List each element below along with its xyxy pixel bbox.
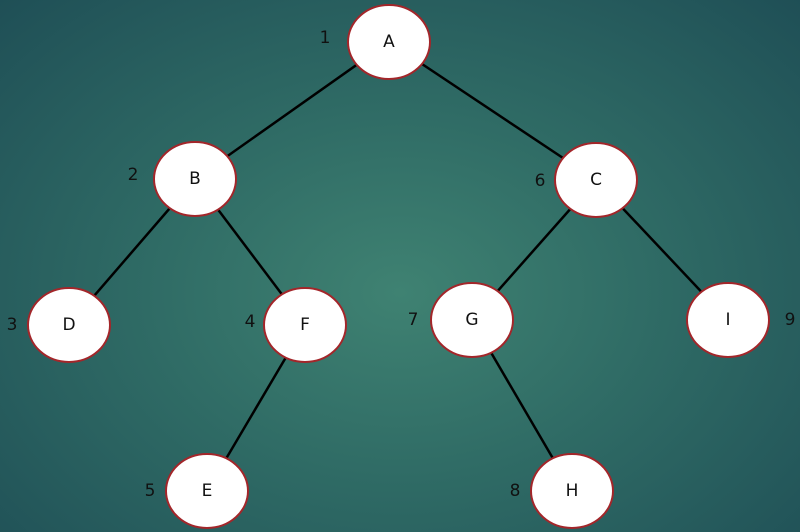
traversal-order-number: 8 [510, 481, 521, 501]
node-label: I [725, 310, 730, 330]
traversal-order-number: 2 [128, 165, 139, 185]
node-label: H [566, 481, 579, 501]
node-circle [263, 287, 347, 363]
node-circle [27, 287, 111, 363]
node-C: C6 [535, 142, 638, 218]
node-circle [347, 4, 431, 80]
node-label: E [202, 481, 213, 501]
node-circle [686, 282, 770, 358]
node-circle [530, 453, 614, 529]
node-H: H8 [510, 453, 614, 529]
node-D: D3 [7, 287, 111, 363]
node-label: F [300, 315, 310, 335]
node-label: C [590, 170, 602, 190]
node-A: A1 [320, 4, 431, 80]
node-circle [153, 141, 237, 217]
node-F: F4 [245, 287, 347, 363]
traversal-order-number: 1 [320, 28, 331, 48]
traversal-order-number: 3 [7, 315, 18, 335]
traversal-order-number: 6 [535, 171, 546, 191]
node-circle [430, 282, 514, 358]
node-circle [554, 142, 638, 218]
traversal-order-number: 4 [245, 312, 256, 332]
node-G: G7 [408, 282, 514, 358]
node-label: B [189, 169, 201, 189]
edge-A-C [388, 40, 597, 182]
node-label: A [383, 32, 395, 52]
node-label: D [62, 315, 75, 335]
traversal-order-number: 5 [145, 481, 156, 501]
traversal-order-number: 9 [785, 310, 796, 330]
node-label: G [465, 310, 478, 330]
node-circle [165, 453, 249, 529]
node-E: E5 [145, 453, 249, 529]
node-B: B2 [128, 141, 237, 217]
traversal-order-number: 7 [408, 310, 419, 330]
